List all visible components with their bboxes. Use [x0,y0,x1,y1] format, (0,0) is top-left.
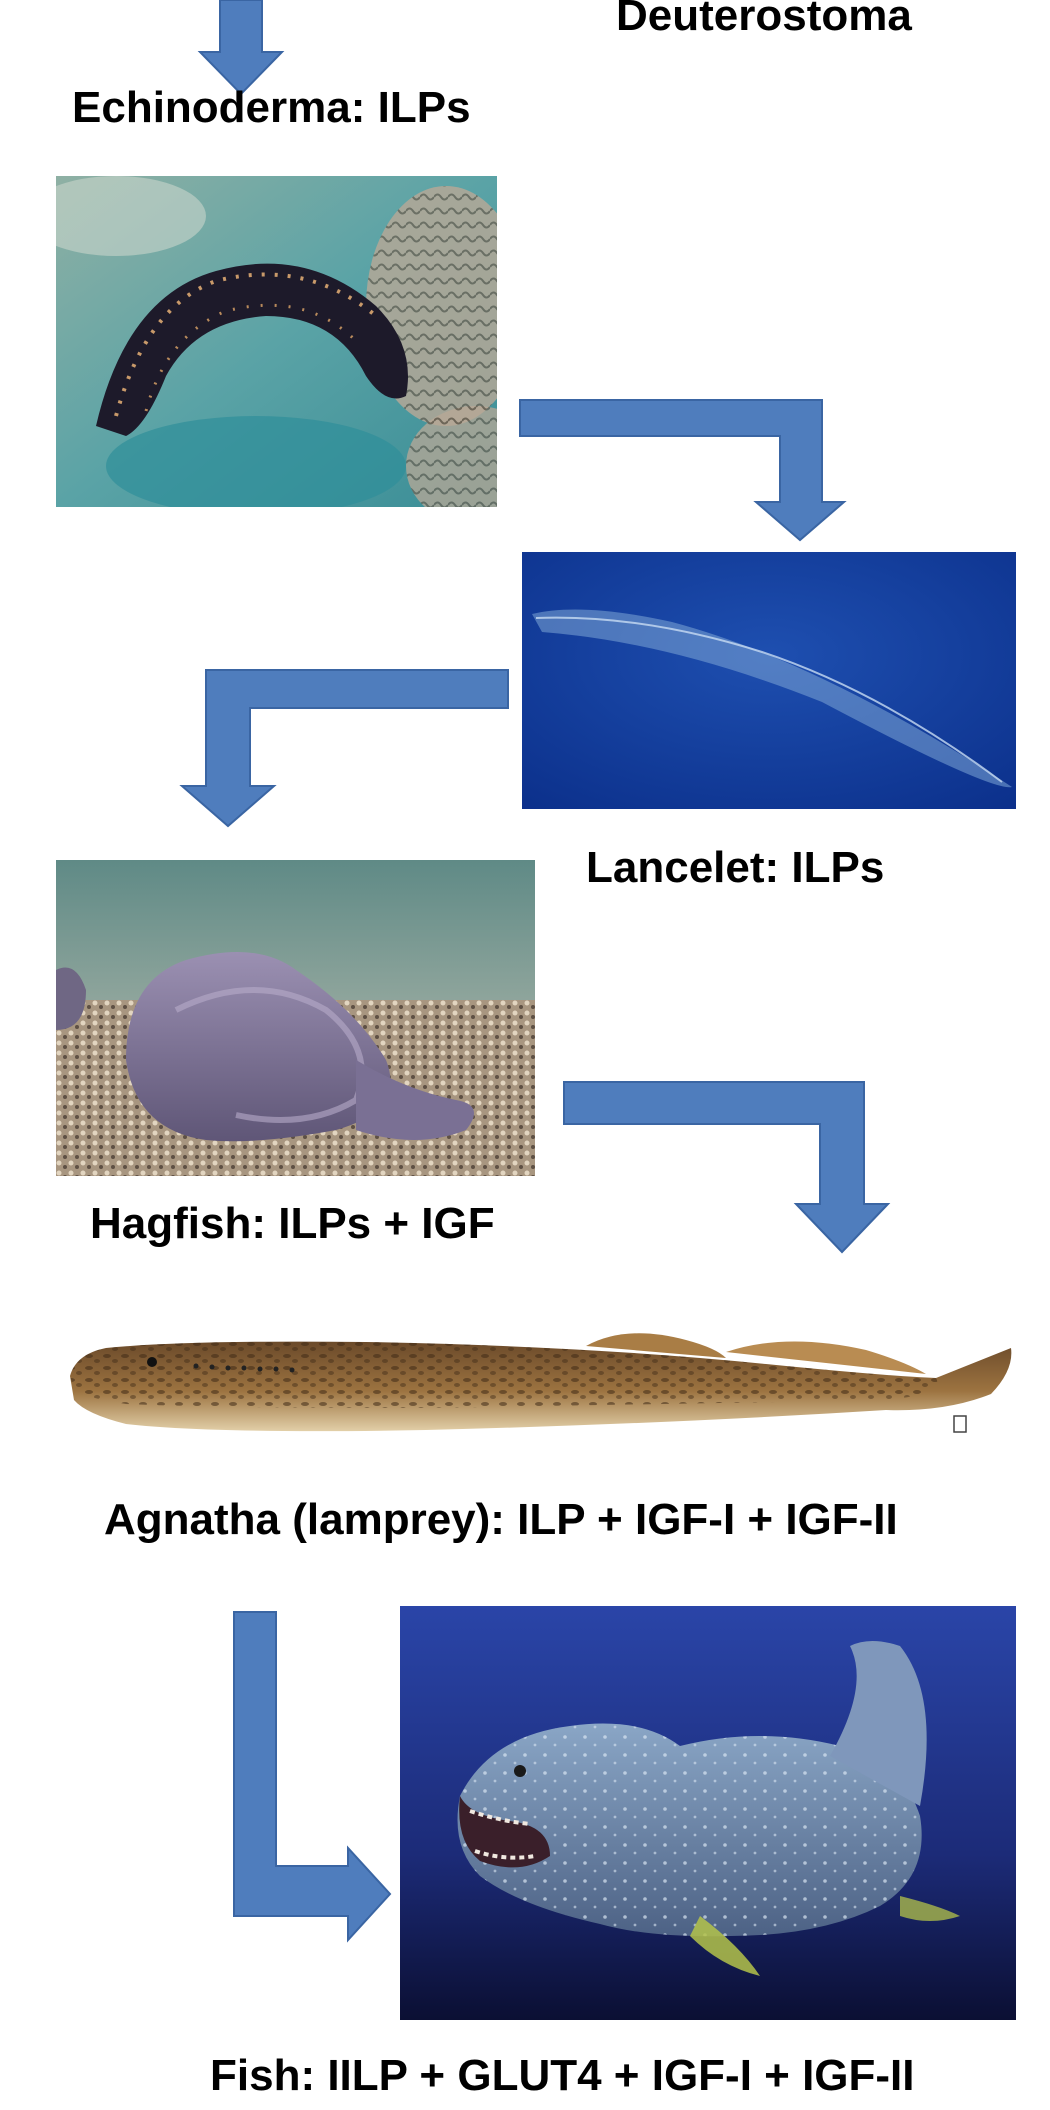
placoderm-fish-illustration [400,1606,1016,2020]
right-down-arrow-icon-2 [562,1080,892,1256]
echinoderma-label: Echinoderma: ILPs [72,86,471,130]
down-right-arrow-icon [232,1610,392,1940]
lancelet-photo [522,552,1016,809]
sea-cucumber-photo [56,176,497,507]
hagfish-label: Hagfish: ILPs + IGF [90,1202,495,1246]
fish-label: Fish: IILP + GLUT4 + IGF-I + IGF-II [210,2054,915,2098]
left-down-arrow-icon [182,668,512,828]
agnatha-label: Agnatha (lamprey): ILP + IGF-I + IGF-II [104,1498,898,1542]
right-down-arrow-icon [518,398,848,542]
lancelet-label: Lancelet: ILPs [586,846,884,890]
header-title: Deuterostoma [616,0,912,38]
hagfish-photo [56,860,535,1176]
lamprey-illustration [66,1304,1016,1454]
down-arrow-icon [198,0,284,96]
